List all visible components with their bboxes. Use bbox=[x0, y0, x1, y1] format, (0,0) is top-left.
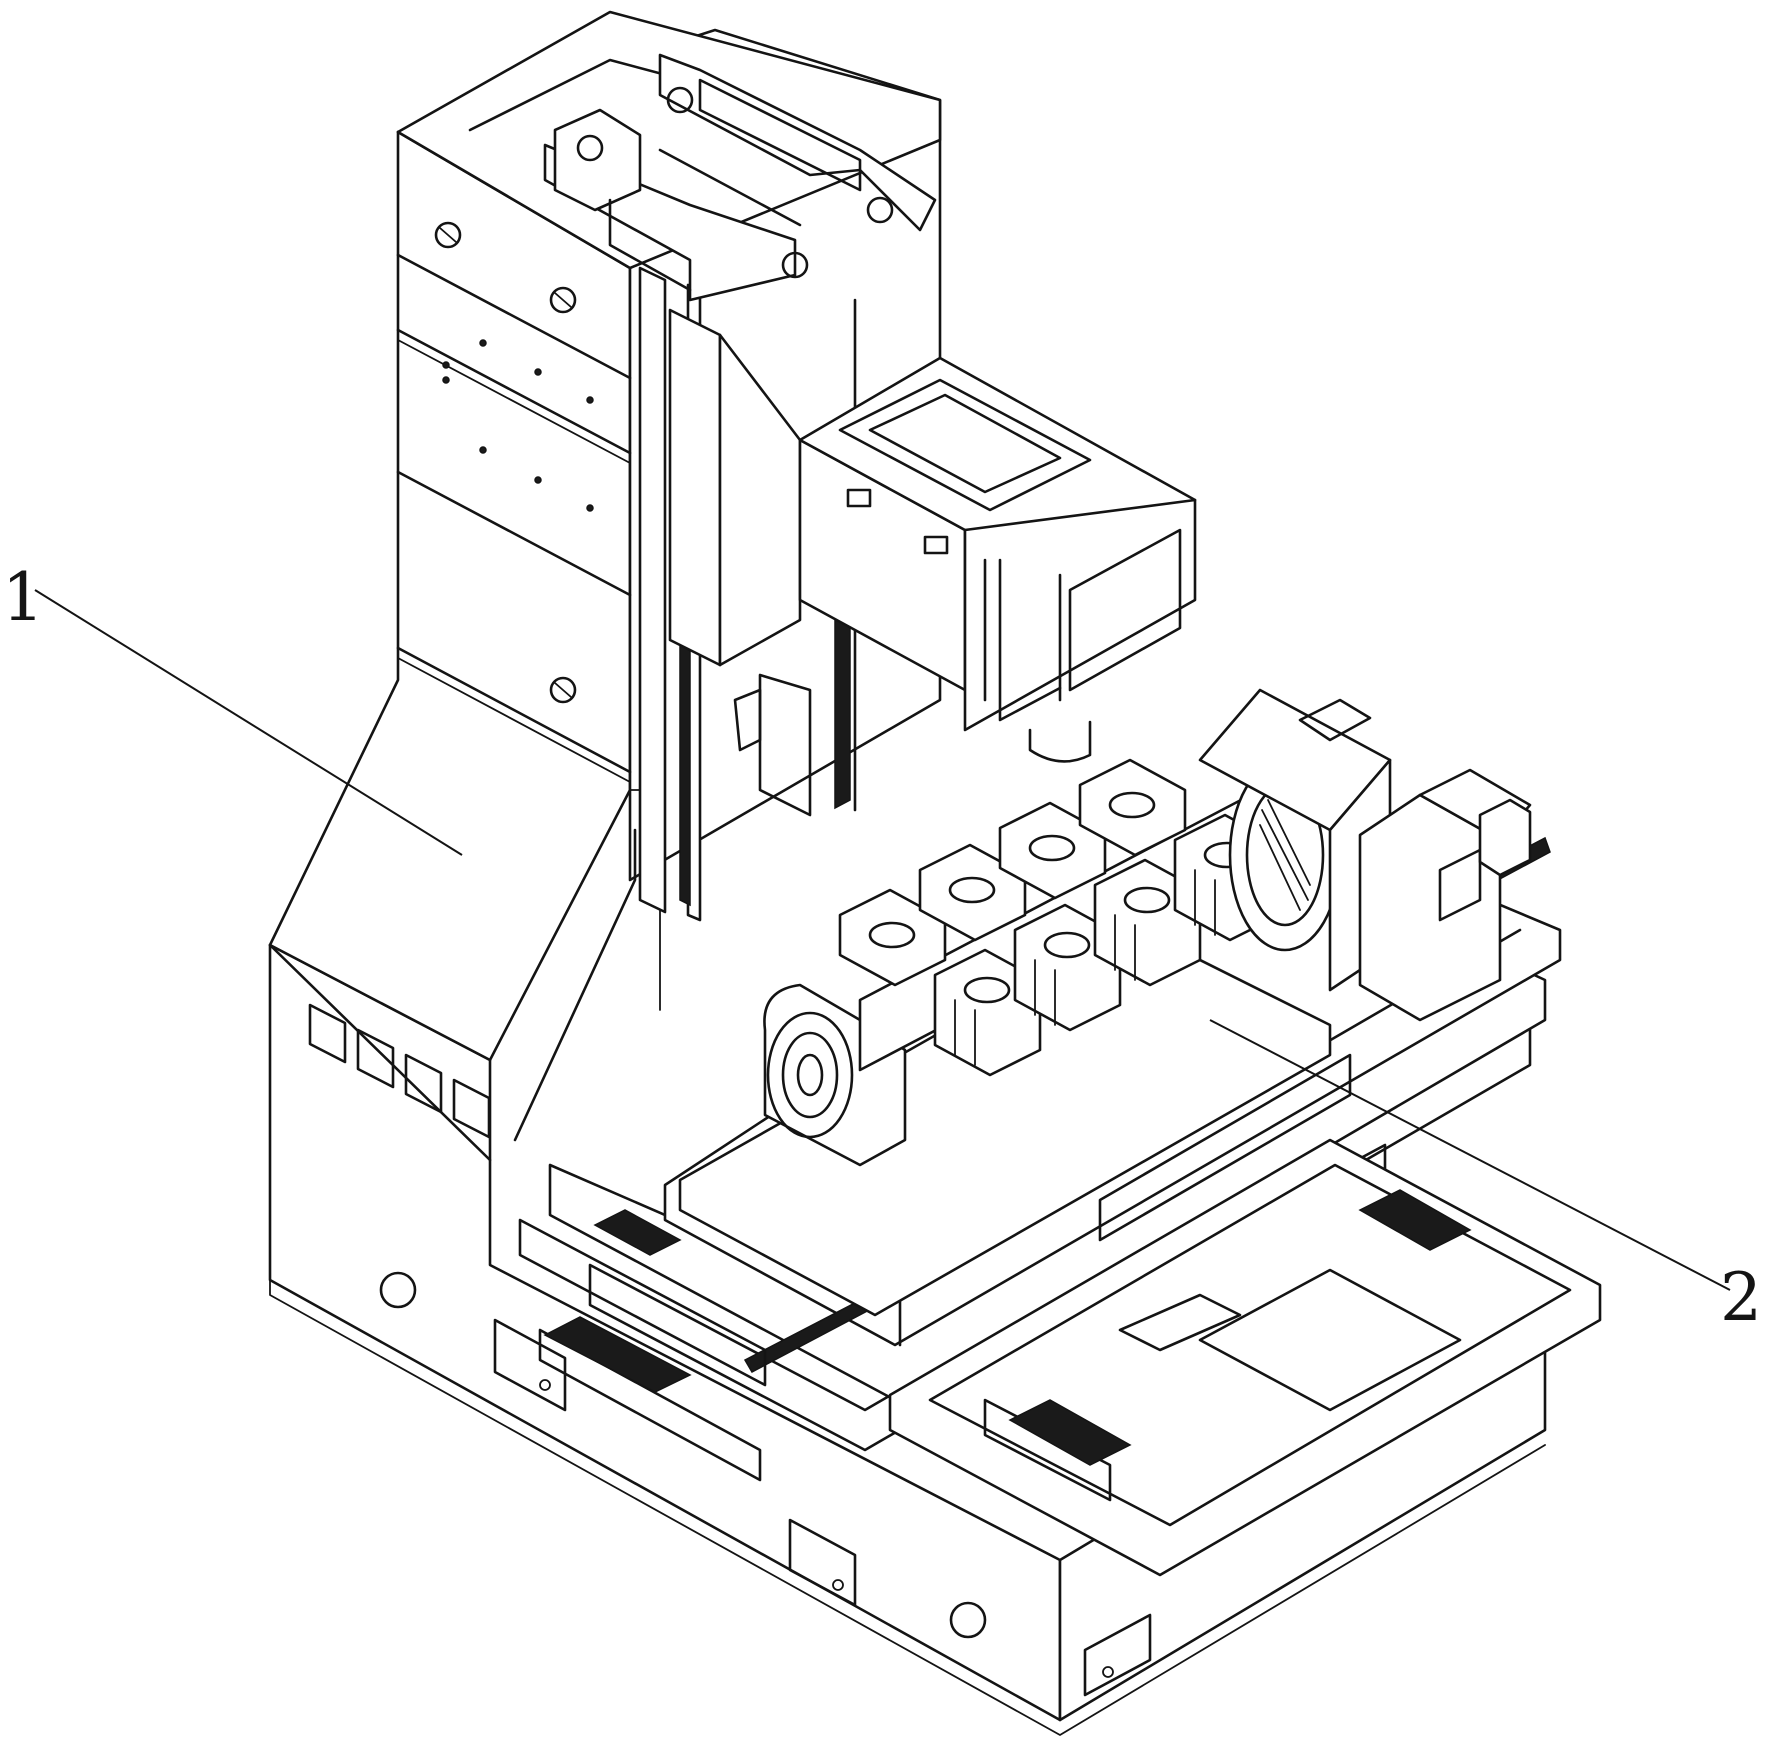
leader-line-2 bbox=[1209, 1019, 1731, 1291]
top-linkage bbox=[543, 53, 937, 302]
callout-label-1: 1 bbox=[2, 559, 44, 636]
spindle-head bbox=[668, 308, 1197, 817]
callout-label-2: 2 bbox=[1720, 1259, 1762, 1336]
leader-line-1 bbox=[34, 589, 463, 856]
callout-1: 1 bbox=[2, 559, 463, 856]
chip-tray bbox=[888, 1138, 1602, 1577]
rotary-fixture bbox=[678, 688, 1532, 1317]
callout-2: 2 bbox=[1209, 1019, 1762, 1336]
